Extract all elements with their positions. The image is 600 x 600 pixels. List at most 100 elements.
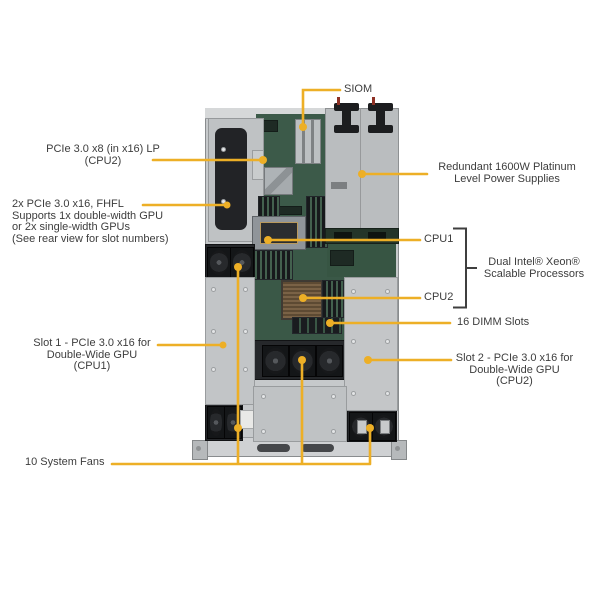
siom-module [295, 119, 321, 164]
fan-blade [233, 250, 251, 275]
fan-blade [210, 409, 222, 436]
fan [262, 345, 289, 377]
label-line: Slot 2 - PCIe 3.0 x16 for [455, 352, 574, 364]
cpu1-label: CPU1 [424, 233, 454, 245]
siom-label: SIOM [344, 83, 373, 95]
psu-handle-bar [334, 103, 359, 111]
cpu1-die [260, 222, 298, 244]
label-line: (CPU2) [84, 154, 122, 167]
fan [316, 345, 343, 377]
fan [349, 412, 373, 441]
psu-red-clip [372, 97, 375, 105]
label-line: PCIe 3.0 x8 (in x16) LP [46, 143, 160, 155]
screw [212, 368, 215, 371]
screw [386, 392, 389, 395]
system-fans-label: 10 System Fans [25, 456, 105, 468]
front-vent [301, 444, 334, 452]
slot1-gpu-tray [205, 277, 255, 405]
fan-blade [210, 250, 228, 275]
screw [222, 200, 225, 203]
screw [332, 430, 335, 433]
label-line: Double-Wide GPU [469, 363, 560, 376]
screw [262, 395, 265, 398]
label-line: Slot 1 - PCIe 3.0 x16 for [33, 337, 151, 349]
label-line: 2x PCIe 3.0 x16, FHFL [12, 198, 124, 210]
bottom-right-fan-housing [347, 410, 397, 442]
fan-label [357, 420, 367, 434]
dimm-bank-d [322, 280, 344, 318]
cpu2-label: CPU2 [424, 291, 454, 303]
fan [230, 247, 254, 278]
label-line: Double-Wide GPU [46, 348, 138, 361]
screw [244, 330, 247, 333]
screw [244, 368, 247, 371]
psu-sticker [331, 182, 347, 189]
screw [352, 290, 355, 293]
ear-screw [196, 446, 201, 451]
mid-fan-row-housing [253, 340, 347, 380]
pcie-fhfl-label: 2x PCIe 3.0 x16, FHFL Supports 1x double… [12, 198, 187, 245]
label-line: or 2x single-width GPUs [12, 221, 130, 234]
front-vent [257, 444, 290, 452]
board-chip [330, 250, 354, 266]
screw [222, 148, 225, 151]
screw [212, 330, 215, 333]
screw [332, 395, 335, 398]
psu-handle-bar [368, 125, 393, 133]
screw [244, 288, 247, 291]
slot1-label: Slot 1 - PCIe 3.0 x16 for Double-Wide GP… [17, 337, 167, 373]
pcie-lp-label: PCIe 3.0 x8 (in x16) LP (CPU2) [28, 143, 178, 167]
slot2-gpu-tray [344, 277, 398, 411]
label-line: Level Power Supplies [454, 172, 560, 185]
fan-blade [292, 348, 313, 374]
psu-red-clip [337, 97, 340, 105]
psu-handle [334, 103, 359, 133]
label-line: Scalable Processors [483, 267, 585, 280]
fan-blade [265, 348, 286, 374]
slot2-label: Slot 2 - PCIe 3.0 x16 for Double-Wide GP… [449, 352, 580, 388]
cpu-bracket [453, 227, 477, 309]
lp-slot-bracket [252, 150, 264, 180]
power-distribution-board [325, 228, 399, 244]
cpu2-socket [281, 280, 323, 320]
fan [207, 247, 231, 278]
screw [352, 392, 355, 395]
bottom-left-fan-housing [205, 403, 243, 441]
screw [386, 290, 389, 293]
ear-screw [395, 446, 400, 451]
fan-blade [319, 348, 340, 374]
board-chip [262, 120, 278, 132]
screw [212, 288, 215, 291]
dimm-slot-row [292, 317, 342, 334]
label-line: (See rear view for slot numbers) [12, 232, 169, 245]
psu-handle-bar [368, 103, 393, 111]
psu-handle-bar [334, 125, 359, 133]
label-line: (CPU1) [73, 360, 111, 373]
cpu1-socket [252, 216, 306, 250]
fan-label [380, 420, 390, 434]
label-line: Dual Intel® Xeon® [488, 256, 580, 268]
label-line: (CPU2) [496, 375, 533, 388]
processors-label: Dual Intel® Xeon® Scalable Processors [478, 256, 590, 280]
front-left-fan-housing [205, 244, 255, 280]
screw [352, 340, 355, 343]
dimm-slots-label: 16 DIMM Slots [457, 316, 530, 328]
psu-handle-stem [376, 110, 385, 126]
fan [289, 345, 316, 377]
screw [386, 340, 389, 343]
psu-divider [360, 108, 361, 228]
fan-blade [227, 409, 239, 436]
power-supplies-label: Redundant 1600W Platinum Level Power Sup… [431, 161, 583, 185]
psu-handle [368, 103, 393, 133]
riser-black-cover [215, 128, 247, 230]
label-line: Supports 1x double-width GPU [12, 209, 164, 222]
fan [207, 406, 225, 439]
fan [372, 412, 396, 441]
screw [262, 430, 265, 433]
dimm-bank-c [251, 250, 293, 280]
label-line: Redundant 1600W Platinum [438, 161, 576, 173]
psu-handle-stem [342, 110, 351, 126]
pdb-connector [334, 232, 352, 240]
pdb-connector [368, 232, 386, 240]
